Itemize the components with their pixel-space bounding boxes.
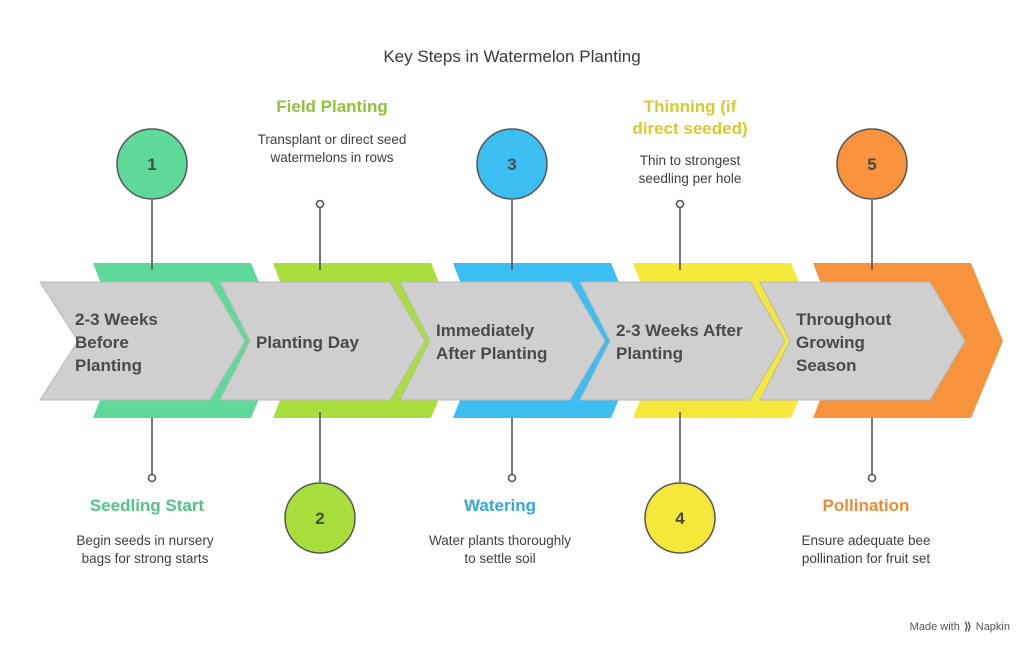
step-5-number: 5 — [867, 155, 876, 174]
step-4-gray-chevron — [579, 281, 786, 401]
napkin-brand: Napkin — [975, 620, 1010, 633]
step-1-dot — [147, 473, 157, 483]
step-1-description: Begin seeds in nursery bags for strong s… — [76, 533, 214, 566]
step-5-description: Ensure adequate bee pollination for frui… — [801, 533, 931, 566]
step-3-gray-chevron — [399, 281, 606, 401]
step-4-number: 4 — [675, 509, 685, 528]
step-2-dot — [315, 199, 325, 209]
step-3-description: Water plants thoroughly to settle soil — [428, 533, 572, 566]
step-1-number: 1 — [147, 155, 156, 174]
step-4-number-circle — [644, 482, 716, 554]
diagram-title: Key Steps in Watermelon Planting — [383, 47, 641, 66]
step-3-timing: Immediately After Planting — [436, 321, 548, 363]
step-3-number: 3 — [507, 155, 516, 174]
step-2-number-circle — [284, 482, 356, 554]
step-5-number-circle — [836, 128, 908, 200]
step-2-timing: Planting Day — [256, 333, 359, 352]
step-2-heading: Field Planting — [276, 97, 388, 116]
step-4-heading: Thinning (if direct seeded) — [632, 97, 748, 138]
step-5-gray-chevron — [759, 281, 966, 401]
step-3-heading: Watering — [463, 496, 537, 515]
step-4-description: Thin to strongest seedling per hole — [638, 153, 742, 186]
step-2-gray-chevron — [219, 281, 426, 401]
step-1-number-circle — [116, 128, 188, 200]
step-3-number-circle — [476, 128, 548, 200]
step-5-heading: Pollination — [822, 496, 910, 515]
step-1-timing: 2-3 Weeks Before Planting — [75, 310, 158, 375]
made-with-napkin-footer: Made with ⟫ Napkin — [909, 620, 1010, 634]
step-4-dot — [675, 199, 685, 209]
step-5-dot — [867, 473, 877, 483]
step-2-description: Transplant or direct seed watermelons in… — [257, 132, 407, 165]
made-with-label: Made with — [909, 620, 960, 633]
step-3-dot — [507, 473, 517, 483]
step-4-timing: 2-3 Weeks After Planting — [616, 321, 743, 363]
napkin-logo-icon: ⟫ — [963, 621, 972, 633]
step-1-heading: Seedling Start — [89, 496, 205, 515]
step-2-number: 2 — [315, 509, 324, 528]
step-1-gray-chevron — [39, 281, 246, 401]
step-5-timing: Throughout Growing Season — [796, 310, 892, 375]
